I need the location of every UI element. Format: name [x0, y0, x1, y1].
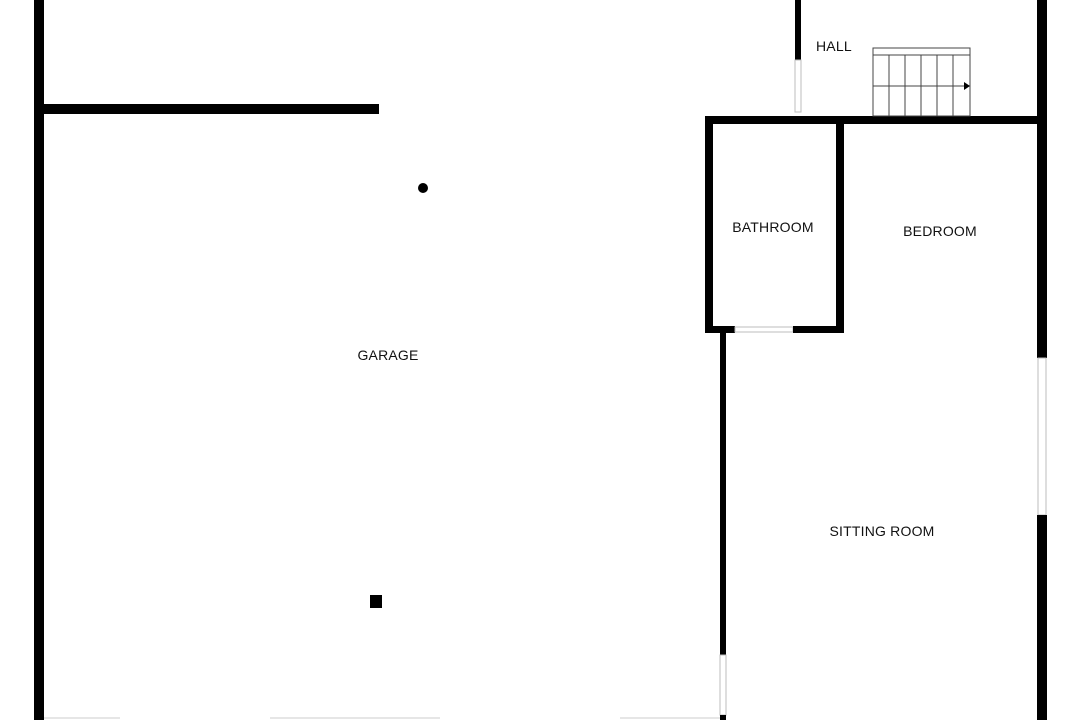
- sitting-left-opening: [719, 654, 727, 716]
- wall-right-lower: [1037, 515, 1047, 720]
- wall-hall-left-upper: [795, 0, 801, 60]
- hall-left-opening: [794, 59, 802, 113]
- bathroom-door-opening: [734, 326, 794, 333]
- wall-garage-left: [34, 0, 44, 720]
- room-label-bedroom: BEDROOM: [903, 223, 977, 239]
- wall-sitting-left-upper: [720, 332, 726, 655]
- room-label-garage: GARAGE: [357, 347, 418, 363]
- stair-direction-arrow-icon: [964, 82, 970, 90]
- wall-bathroom-bottom-right: [793, 326, 844, 333]
- wall-bathroom-bottom-left: [705, 326, 735, 333]
- window-right: [1037, 357, 1047, 516]
- wall-bathroom-right: [836, 116, 844, 332]
- wall-sitting-left-lower: [720, 715, 726, 720]
- staircase: [872, 47, 971, 117]
- room-label-bathroom: BATHROOM: [732, 219, 813, 235]
- room-label-sitting-room: SITTING ROOM: [829, 523, 934, 539]
- wall-garage-top-partial: [34, 104, 379, 114]
- wall-hall-bottom: [705, 116, 1047, 124]
- column-square-icon: [370, 595, 382, 608]
- wall-bathroom-left: [705, 116, 713, 332]
- column-round-icon: [418, 183, 428, 193]
- room-label-hall: HALL: [816, 38, 852, 54]
- wall-right-upper: [1037, 0, 1047, 358]
